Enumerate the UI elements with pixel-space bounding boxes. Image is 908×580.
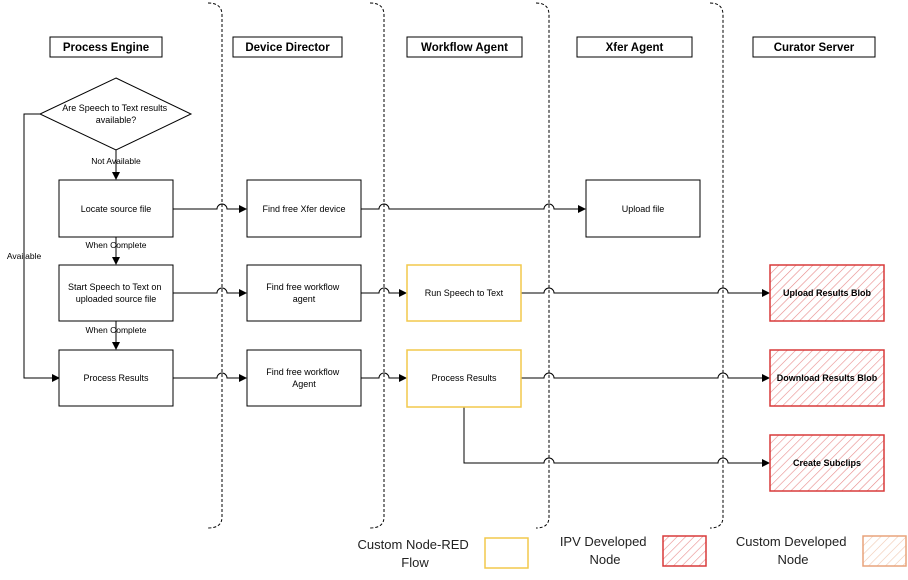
lane-separator-1 xyxy=(207,2,223,529)
legend-custom-developed-line-1: Custom Developed xyxy=(736,534,847,549)
node-upload-results-blob-label: Upload Results Blob xyxy=(783,288,872,298)
node-create-subclips-label: Create Subclips xyxy=(793,458,861,468)
lane-header-device-director: Device Director xyxy=(232,36,343,58)
lane-separators xyxy=(207,2,724,529)
edge-find-xfer-to-upload-file xyxy=(361,203,586,213)
node-start-speech-to-text-line-2: uploaded source file xyxy=(76,294,157,304)
legend-ipv-developed-line-2: Node xyxy=(589,552,620,567)
lane-separator-3 xyxy=(535,2,550,529)
decision-speech-results-available: Are Speech to Text results available? xyxy=(38,77,193,151)
edge-label-available: Available xyxy=(7,251,42,261)
legend-custom-node-red-label: Custom Node-RED Flow xyxy=(358,537,473,570)
lane-title-curator-server: Curator Server xyxy=(774,42,855,54)
lane-header-process-engine: Process Engine xyxy=(49,36,163,58)
legend-ipv-developed: IPV Developed Node xyxy=(560,534,707,567)
edge-label-when-complete-2: When Complete xyxy=(86,325,147,335)
lane-header-workflow-agent: Workflow Agent xyxy=(406,36,523,58)
edge-start-to-find-workflow-1 xyxy=(173,287,247,297)
edge-label-when-complete-1: When Complete xyxy=(86,240,147,250)
legend-ipv-developed-label: IPV Developed Node xyxy=(560,534,650,567)
node-download-results-blob: Download Results Blob xyxy=(769,349,885,407)
decision-text-line-1: Are Speech to Text results xyxy=(62,103,167,113)
node-process-results-workflow-label: Process Results xyxy=(431,373,497,383)
legend: Custom Node-RED Flow IPV Developed Node … xyxy=(358,534,907,570)
edge-process-wa-to-create-subclips xyxy=(463,407,770,467)
edges xyxy=(23,113,770,467)
legend-custom-node-red: Custom Node-RED Flow xyxy=(358,537,529,570)
edge-decision-available xyxy=(23,113,60,382)
lane-title-xfer-agent: Xfer Agent xyxy=(606,42,664,54)
legend-ipv-developed-swatch xyxy=(662,535,707,567)
node-upload-file-label: Upload file xyxy=(622,204,665,214)
node-run-speech-to-text: Run Speech to Text xyxy=(406,264,522,322)
node-find-free-workflow-agent-1: Find free workflow agent xyxy=(246,264,362,322)
legend-custom-developed-label: Custom Developed Node xyxy=(736,534,850,567)
edge-locate-to-find-xfer xyxy=(173,203,247,213)
edge-run-stt-to-upload-blob xyxy=(521,287,770,297)
lane-headers: Process Engine Device Director Workflow … xyxy=(49,36,876,58)
edge-process-wa-to-download-blob xyxy=(521,372,770,382)
lane-title-workflow-agent: Workflow Agent xyxy=(421,42,508,54)
node-find-free-xfer-device: Find free Xfer device xyxy=(246,179,362,238)
node-find-free-workflow-agent-2-line-2: Agent xyxy=(292,379,316,389)
edge-find-workflow-1-to-run-stt xyxy=(361,287,407,297)
lane-title-device-director: Device Director xyxy=(245,42,330,54)
node-find-free-workflow-agent-2-label: Find free workflow Agent xyxy=(266,367,342,389)
edge-label-not-available: Not Available xyxy=(91,156,141,166)
node-locate-source-file: Locate source file xyxy=(58,179,174,238)
edge-find-workflow-2-to-process-wa xyxy=(361,372,407,382)
node-process-results-engine-label: Process Results xyxy=(83,373,149,383)
lane-separator-2 xyxy=(369,2,385,529)
node-find-free-xfer-device-label: Find free Xfer device xyxy=(262,204,345,214)
node-find-free-workflow-agent-1-line-1: Find free workflow xyxy=(266,282,340,292)
node-upload-results-blob: Upload Results Blob xyxy=(769,264,885,322)
legend-custom-node-red-line-2: Flow xyxy=(401,555,429,570)
lane-separator-4 xyxy=(709,2,724,529)
decision-text-line-2: available? xyxy=(96,115,137,125)
lane-header-curator-server: Curator Server xyxy=(752,36,876,58)
lane-title-process-engine: Process Engine xyxy=(63,42,149,54)
edge-process-to-find-workflow-2 xyxy=(173,372,247,382)
lane-header-xfer-agent: Xfer Agent xyxy=(576,36,693,58)
node-download-results-blob-label: Download Results Blob xyxy=(777,373,878,383)
node-locate-source-file-label: Locate source file xyxy=(81,204,152,214)
node-process-results-engine: Process Results xyxy=(58,349,174,407)
legend-custom-developed-line-2: Node xyxy=(777,552,808,567)
legend-ipv-developed-line-1: IPV Developed xyxy=(560,534,647,549)
decision-text: Are Speech to Text results available? xyxy=(62,103,169,125)
legend-custom-developed: Custom Developed Node xyxy=(736,534,907,567)
node-run-speech-to-text-label: Run Speech to Text xyxy=(425,288,504,298)
node-process-results-workflow: Process Results xyxy=(406,349,522,408)
node-find-free-workflow-agent-1-label: Find free workflow agent xyxy=(266,282,342,304)
node-start-speech-to-text-label: Start Speech to Text on uploaded source … xyxy=(68,282,164,304)
node-create-subclips: Create Subclips xyxy=(769,434,885,492)
legend-custom-developed-swatch xyxy=(862,535,907,567)
node-find-free-workflow-agent-1-line-2: agent xyxy=(293,294,316,304)
node-upload-file: Upload file xyxy=(585,179,701,238)
node-start-speech-to-text: Start Speech to Text on uploaded source … xyxy=(58,264,174,322)
legend-custom-node-red-swatch xyxy=(484,537,529,569)
legend-custom-node-red-line-1: Custom Node-RED xyxy=(358,537,469,552)
edge-labels: Not Available Available When Complete Wh… xyxy=(7,156,147,335)
node-find-free-workflow-agent-2: Find free workflow Agent xyxy=(246,349,362,407)
node-find-free-workflow-agent-2-line-1: Find free workflow xyxy=(266,367,340,377)
node-start-speech-to-text-line-1: Start Speech to Text on xyxy=(68,282,161,292)
